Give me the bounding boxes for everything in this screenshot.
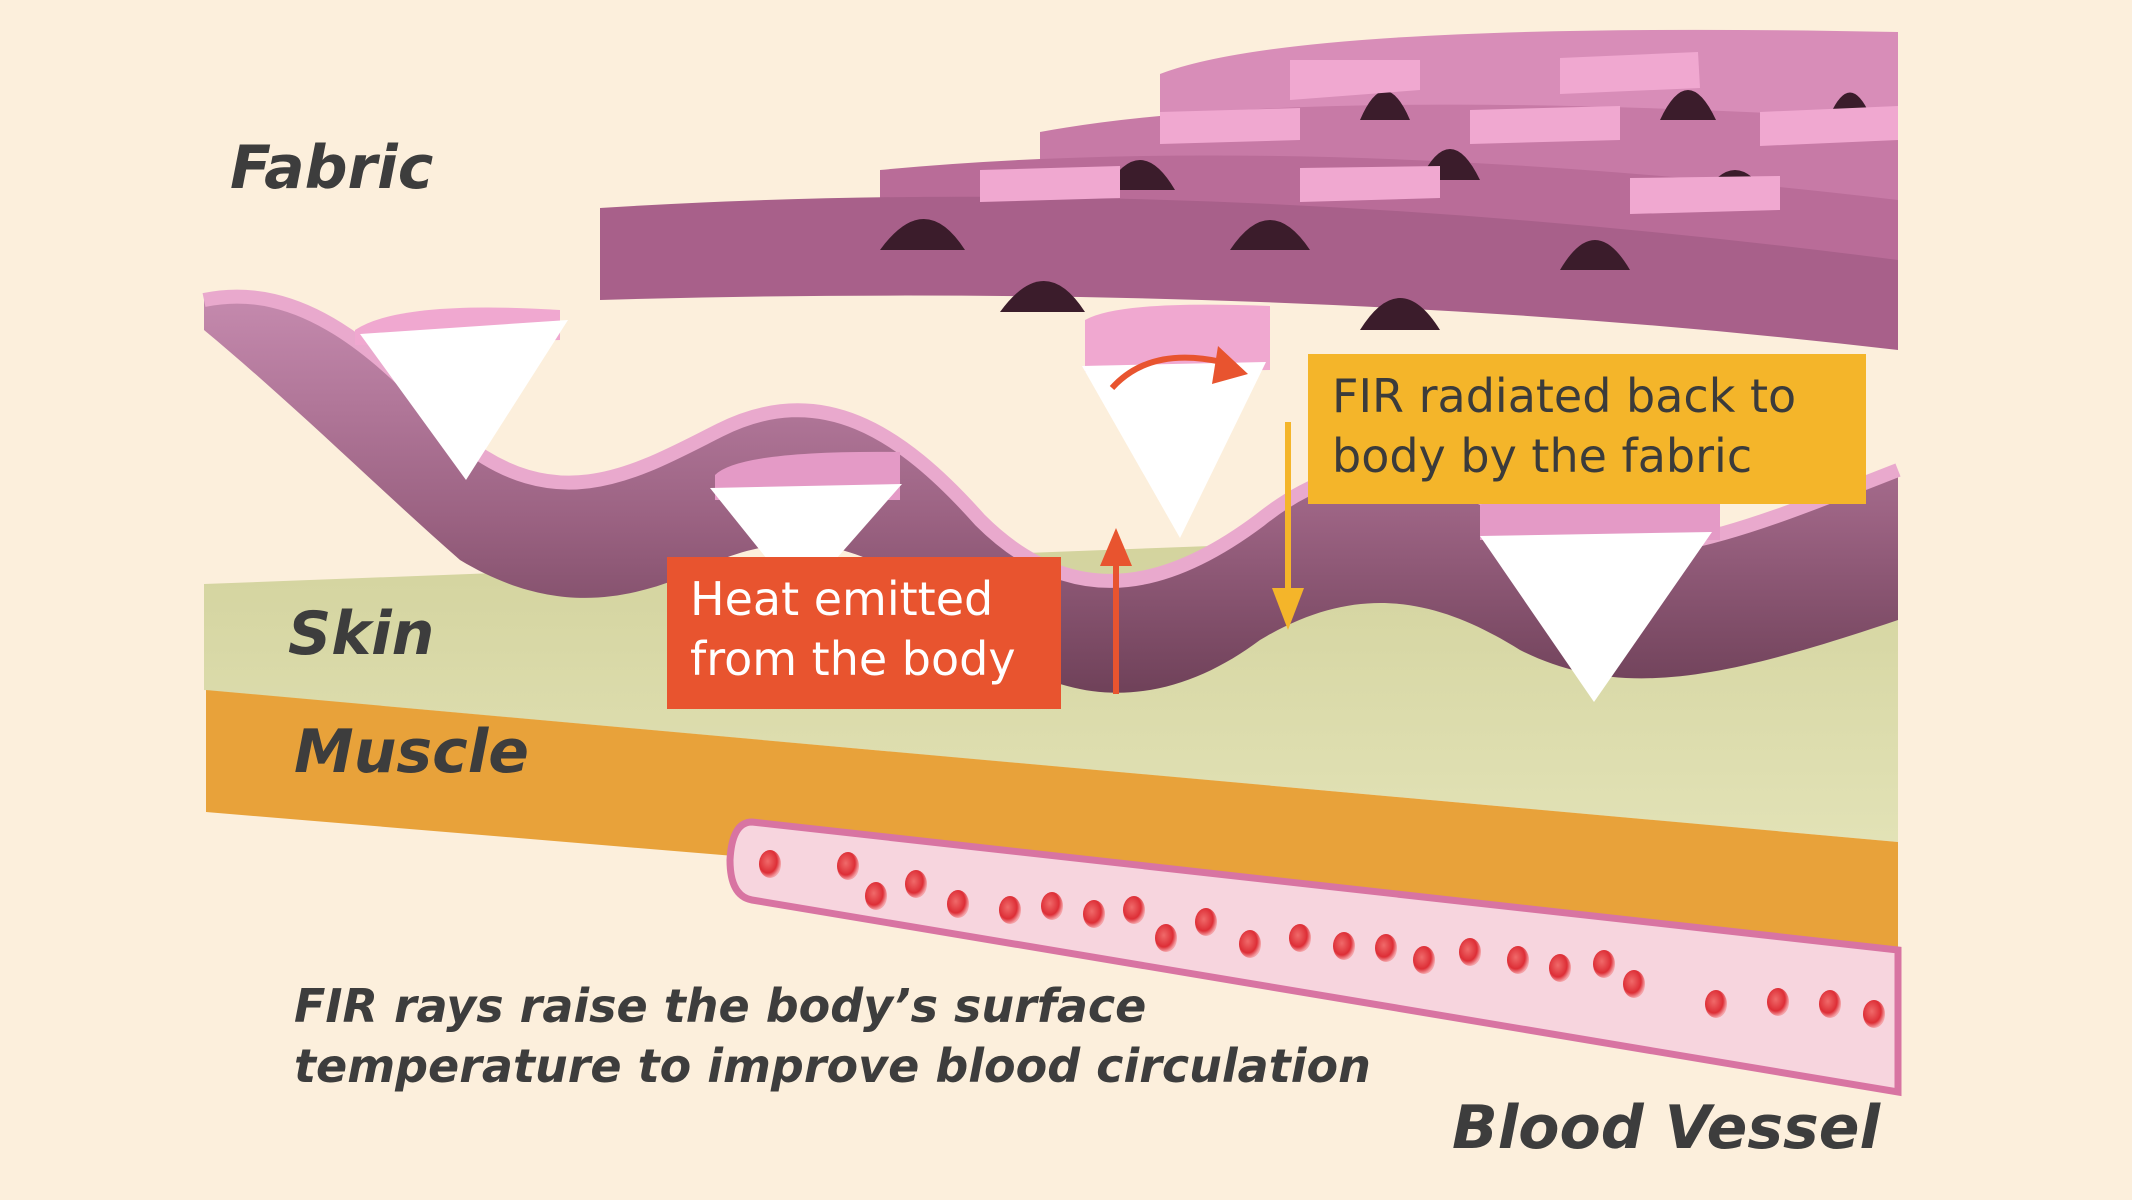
blood-cell — [1459, 938, 1481, 966]
fabric-triangles — [360, 320, 1712, 702]
heat-arrow-icon — [1100, 528, 1132, 694]
heat-callout-line2: from the body — [690, 632, 1016, 686]
blood-cell — [1413, 946, 1435, 974]
blood-vessel — [726, 818, 1902, 1097]
blood-cell — [1239, 930, 1261, 958]
heat-callout-line1: Heat emitted — [690, 572, 994, 626]
blood-cell — [1507, 946, 1529, 974]
heat-emitted-callout: Heat emitted from the body — [667, 557, 1061, 709]
blood-cell — [905, 870, 927, 898]
blood-cell — [1549, 954, 1571, 982]
diagram-caption: FIR rays raise the body’s surface temper… — [294, 976, 1371, 1096]
blood-cell — [1819, 990, 1841, 1018]
muscle-label: Muscle — [294, 717, 529, 787]
blood-cell — [1123, 896, 1145, 924]
blood-cell — [947, 890, 969, 918]
blood-cell — [1333, 932, 1355, 960]
muscle-layer — [206, 690, 1898, 953]
blood-cell — [1155, 924, 1177, 952]
fabric-back-rows — [600, 29, 1898, 350]
blood-vessel-label: Blood Vessel — [1452, 1093, 1881, 1163]
fabric-label: Fabric — [230, 133, 434, 203]
blood-cell — [837, 852, 859, 880]
blood-cell — [865, 882, 887, 910]
blood-cell — [1195, 908, 1217, 936]
fir-callout-line1: FIR radiated back to — [1332, 369, 1797, 423]
blood-cell — [1705, 990, 1727, 1018]
caption-line1: FIR rays raise the body’s surface — [294, 979, 1147, 1033]
blood-cell — [999, 896, 1021, 924]
blood-cell — [1863, 1000, 1885, 1028]
blood-cell — [1767, 988, 1789, 1016]
fir-callout-line2: body by the fabric — [1332, 429, 1753, 483]
blood-cell — [1289, 924, 1311, 952]
blood-cell — [1593, 950, 1615, 978]
blood-cell — [1041, 892, 1063, 920]
blood-cell — [1083, 900, 1105, 928]
curved-arrow-icon — [1109, 346, 1248, 391]
caption-line2: temperature to improve blood circulation — [294, 1039, 1371, 1093]
skin-label: Skin — [288, 599, 435, 669]
blood-cells — [759, 850, 1885, 1028]
blood-cell — [759, 850, 781, 878]
fir-radiated-callout: FIR radiated back to body by the fabric — [1308, 354, 1866, 504]
fir-arrow-icon — [1272, 422, 1304, 630]
blood-cell — [1375, 934, 1397, 962]
blood-cell — [1623, 970, 1645, 998]
